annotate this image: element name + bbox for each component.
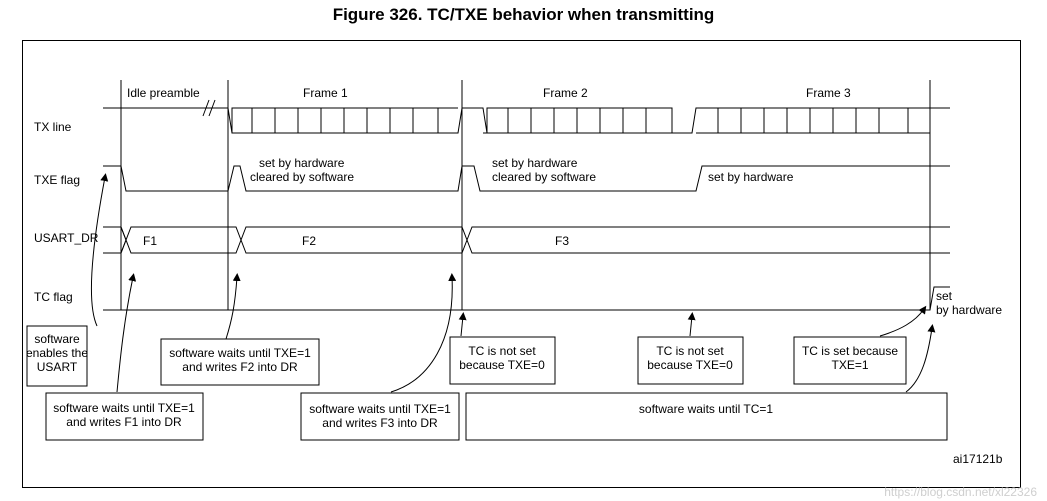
frame1-label: Frame 1 [303, 86, 348, 100]
box-tc-not-set-2: TC is not set because TXE=0 [637, 336, 744, 385]
box-wait-f2: software waits until TXE=1 and writes F2… [160, 338, 320, 386]
arrow-enable [91, 173, 109, 327]
box-wait-tc: software waits until TC=1 [465, 392, 948, 441]
svg-text:because TXE=0: because TXE=0 [647, 358, 733, 372]
tc-note-set: set [936, 289, 953, 303]
svg-text:TC is not set: TC is not set [468, 344, 536, 358]
dr-f2-label: F2 [302, 234, 316, 248]
arrow-tc-not-set-1 [458, 312, 467, 337]
box-enable-usart: software enables the USART [26, 325, 88, 387]
dr-f3-label: F3 [555, 234, 569, 248]
svg-text:and writes F2 into DR: and writes F2 into DR [182, 360, 298, 374]
arrow-tc-set [879, 305, 927, 337]
dr-f1-label: F1 [143, 234, 157, 248]
txe-note-2b: cleared by software [492, 170, 596, 184]
txe-note-1b: cleared by software [250, 170, 354, 184]
box-tc-set: TC is set because TXE=1 [793, 336, 907, 385]
svg-text:and writes F3 into DR: and writes F3 into DR [322, 416, 438, 430]
idle-preamble-label: Idle preamble [127, 86, 200, 100]
figure-title: Figure 326. TC/TXE behavior when transmi… [332, 5, 715, 24]
box-wait-f1: software waits until TXE=1 and writes F1… [45, 392, 204, 441]
svg-text:because TXE=0: because TXE=0 [459, 358, 545, 372]
svg-text:software waits until TXE=1: software waits until TXE=1 [169, 346, 311, 360]
txe-note-2a: set by hardware [492, 156, 578, 170]
box-wait-f3: software waits until TXE=1 and writes F3… [300, 392, 460, 441]
svg-text:software waits until TC=1: software waits until TC=1 [639, 402, 773, 416]
txe-flag-label: TXE flag [34, 173, 80, 187]
svg-text:TXE=1: TXE=1 [831, 358, 868, 372]
arrow-wait-f2 [225, 273, 241, 340]
tc-flag-waveform [103, 286, 950, 311]
txe-flag-waveform [103, 165, 950, 192]
box-tc-not-set-1: TC is not set because TXE=0 [449, 336, 556, 385]
svg-text:software waits until TXE=1: software waits until TXE=1 [309, 402, 451, 416]
arrow-wait-f1 [116, 273, 137, 393]
figure-id: ai17121b [953, 452, 1003, 466]
watermark: https://blog.csdn.net/xl22326 [884, 485, 1037, 499]
txe-note-1a: set by hardware [259, 156, 345, 170]
svg-text:software waits until TXE=1: software waits until TXE=1 [53, 401, 195, 415]
svg-text:TC is not set: TC is not set [656, 344, 724, 358]
usart-dr-label: USART_DR [34, 231, 99, 245]
svg-text:TC is set because: TC is set because [802, 344, 898, 358]
arrow-tc-not-set-2 [687, 312, 696, 337]
arrow-wait-tc [905, 324, 936, 393]
usart-dr-waveform [103, 226, 950, 254]
svg-text:enables the: enables the [26, 346, 88, 360]
tc-flag-label: TC flag [34, 290, 73, 304]
tc-note-hardware: by hardware [936, 303, 1002, 317]
frame2-label: Frame 2 [543, 86, 588, 100]
svg-text:USART: USART [37, 360, 78, 374]
svg-text:and writes F1 into DR: and writes F1 into DR [66, 415, 182, 429]
diagram-frame [22, 40, 1021, 488]
svg-text:software: software [34, 332, 80, 346]
tx-line-waveform [103, 99, 950, 134]
frame3-label: Frame 3 [806, 86, 851, 100]
tx-line-label: TX line [34, 120, 72, 134]
arrow-wait-f3 [390, 273, 457, 393]
txe-note-3: set by hardware [708, 170, 794, 184]
